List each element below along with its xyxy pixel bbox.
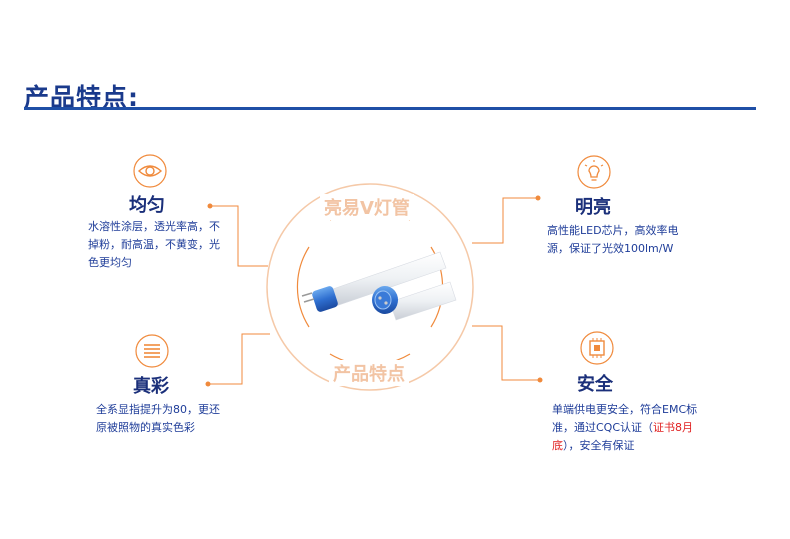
safe-desc-tail: ），安全有保证 bbox=[563, 439, 635, 452]
connector-uniform bbox=[210, 205, 268, 267]
feature-desc-true-color: 全系显指提升为80，更还原被照物的真实色彩 bbox=[96, 403, 220, 434]
feature-title-uniform: 均匀 bbox=[129, 195, 165, 216]
eye-icon bbox=[132, 153, 168, 189]
title-divider bbox=[24, 107, 756, 110]
feature-desc-safe: 单端供电更安全，符合EMC标准，通过CQC认证（证书8月底），安全有保证 bbox=[552, 401, 704, 455]
lines-icon bbox=[134, 333, 170, 369]
outer-ring bbox=[266, 183, 474, 391]
feature-title-safe: 安全 bbox=[577, 374, 613, 395]
connector-true-color bbox=[208, 333, 270, 385]
connector-bright bbox=[472, 197, 538, 244]
ring-label-top: 亮易V灯管 bbox=[320, 194, 414, 220]
ring-label-bottom: 产品特点 bbox=[329, 360, 409, 386]
feature-desc-bright: 高性能LED芯片，高效率电源，保证了光效100lm/W bbox=[547, 224, 679, 255]
chip-icon bbox=[579, 330, 615, 366]
led-tube-image bbox=[301, 251, 457, 321]
lightbulb-icon bbox=[576, 154, 612, 190]
feature-title-bright: 明亮 bbox=[575, 197, 611, 218]
feature-desc-uniform: 水溶性涂层，透光率高，不掉粉，耐高温，不黄变，光色更均匀 bbox=[88, 220, 220, 269]
safe-desc-highlight: 证书8月底 bbox=[552, 421, 694, 452]
inner-arc-left bbox=[296, 246, 310, 328]
safe-desc-text: 单端供电更安全，符合EMC标准，通过CQC认证（ bbox=[552, 403, 698, 434]
connector-safe bbox=[472, 325, 540, 381]
feature-title-true-color: 真彩 bbox=[133, 376, 169, 397]
